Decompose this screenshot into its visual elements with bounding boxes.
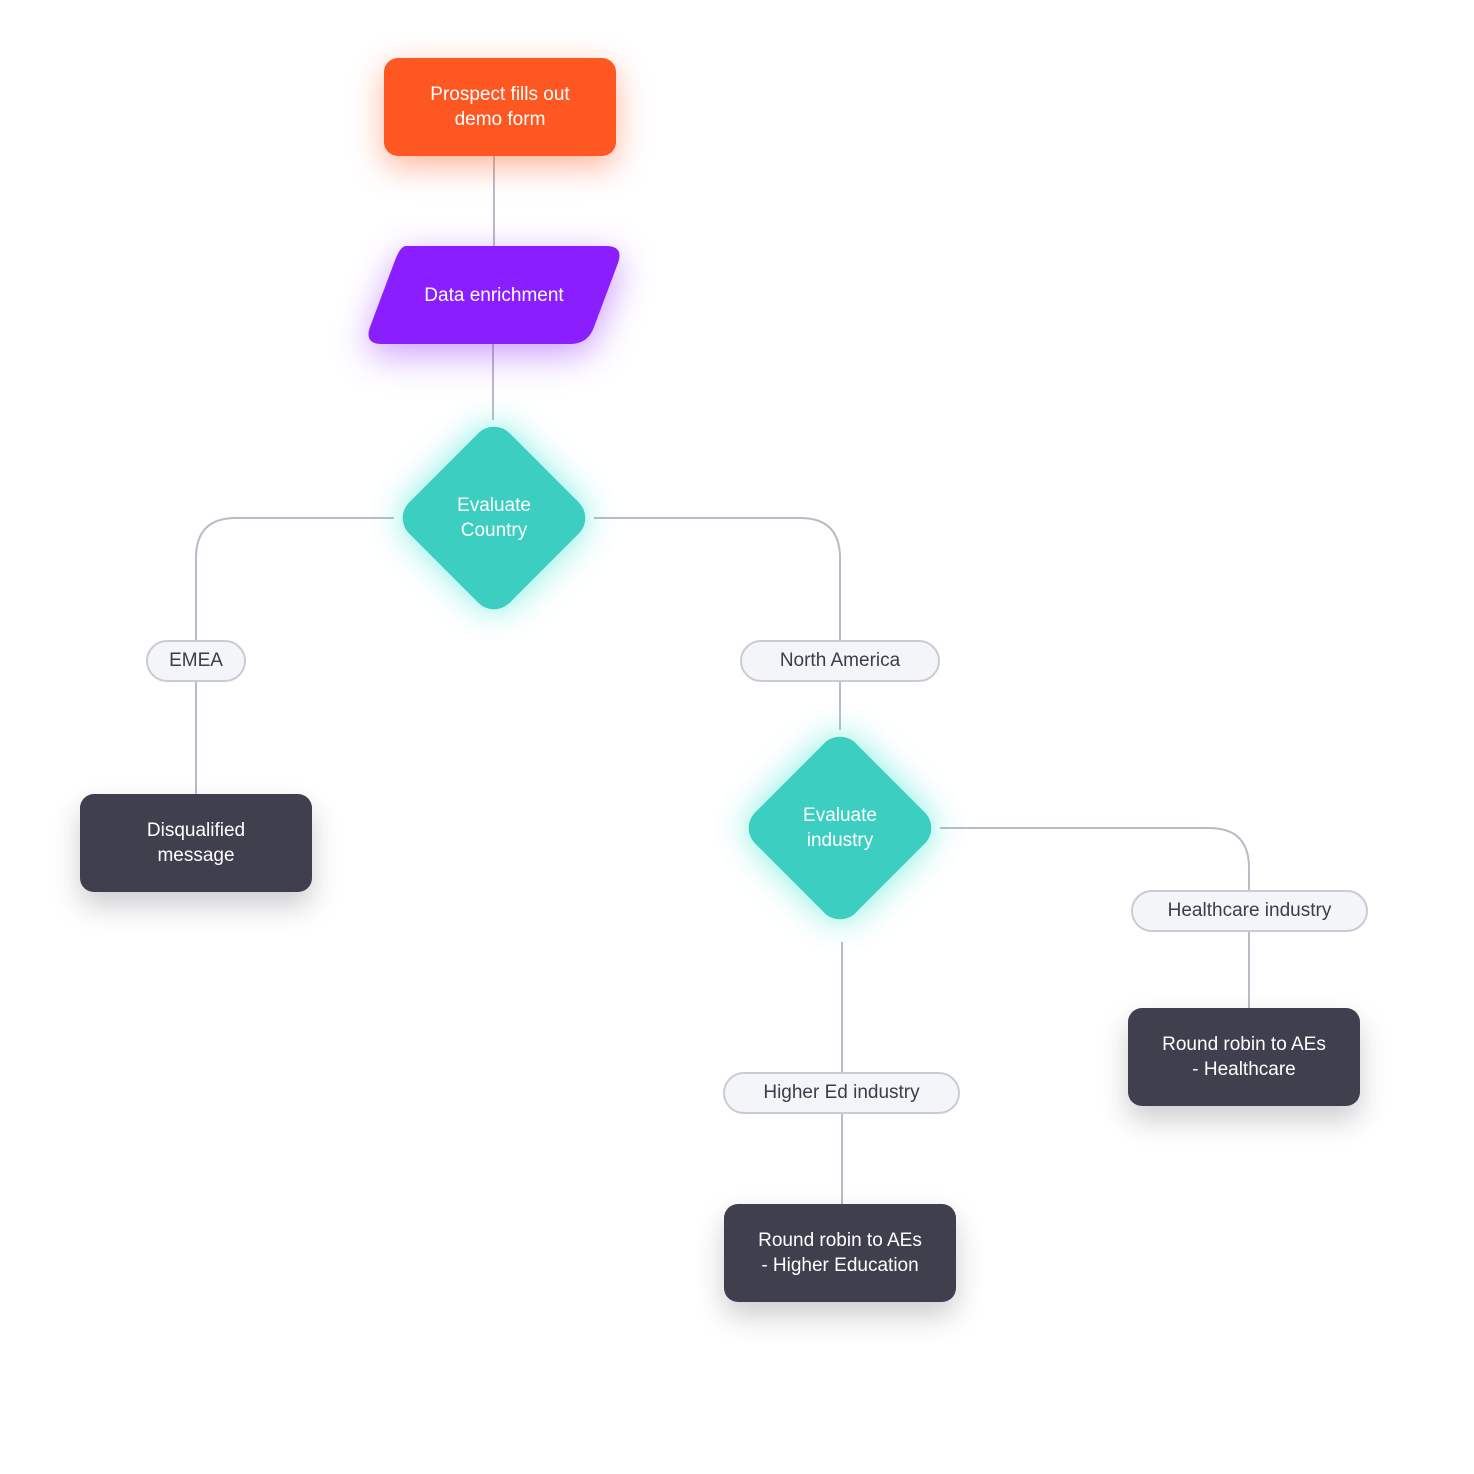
connector-country-to-north-america — [594, 517, 841, 640]
data-enrichment-label: Data enrichment — [424, 284, 564, 306]
branch-label-north-america[interactable]: North America — [740, 640, 940, 682]
healthcare-outcome-line1: Round robin to AEs — [1162, 1034, 1326, 1055]
industry-decision-line1: Evaluate — [803, 805, 877, 826]
branch-label-healthcare[interactable]: Healthcare industry — [1131, 890, 1368, 932]
outcome-round-robin-higher-education[interactable]: Round robin to AEs - Higher Education — [724, 1204, 956, 1302]
disqualified-line2: message — [157, 845, 235, 866]
industry-decision-line2: industry — [806, 830, 874, 851]
country-decision-line1: Evaluate — [457, 495, 531, 516]
connector-industry-to-healthcare — [940, 827, 1250, 890]
country-decision-line2: Country — [460, 520, 528, 541]
evaluate-industry-decision[interactable]: Evaluate industry — [739, 727, 941, 929]
evaluate-country-decision[interactable]: Evaluate Country — [393, 417, 595, 619]
branch-label-higher-ed[interactable]: Higher Ed industry — [723, 1072, 960, 1114]
start-node-line1: Prospect fills out — [430, 84, 570, 105]
start-node-line2: demo form — [454, 109, 546, 130]
outcome-round-robin-healthcare[interactable]: Round robin to AEs - Healthcare — [1128, 1008, 1360, 1106]
start-node-demo-form[interactable]: Prospect fills out demo form — [384, 58, 616, 156]
healthcare-outcome-line2: - Healthcare — [1192, 1059, 1296, 1080]
parallelogram-shape — [368, 246, 620, 344]
connector-country-to-emea — [195, 517, 394, 640]
higher-ed-outcome-line1: Round robin to AEs — [758, 1230, 922, 1251]
outcome-disqualified-message[interactable]: Disqualified message — [80, 794, 312, 892]
data-enrichment-node[interactable]: Data enrichment — [366, 246, 622, 344]
higher-ed-outcome-line2: - Higher Education — [761, 1255, 919, 1276]
disqualified-line1: Disqualified — [146, 820, 246, 841]
branch-label-emea[interactable]: EMEA — [146, 640, 246, 682]
